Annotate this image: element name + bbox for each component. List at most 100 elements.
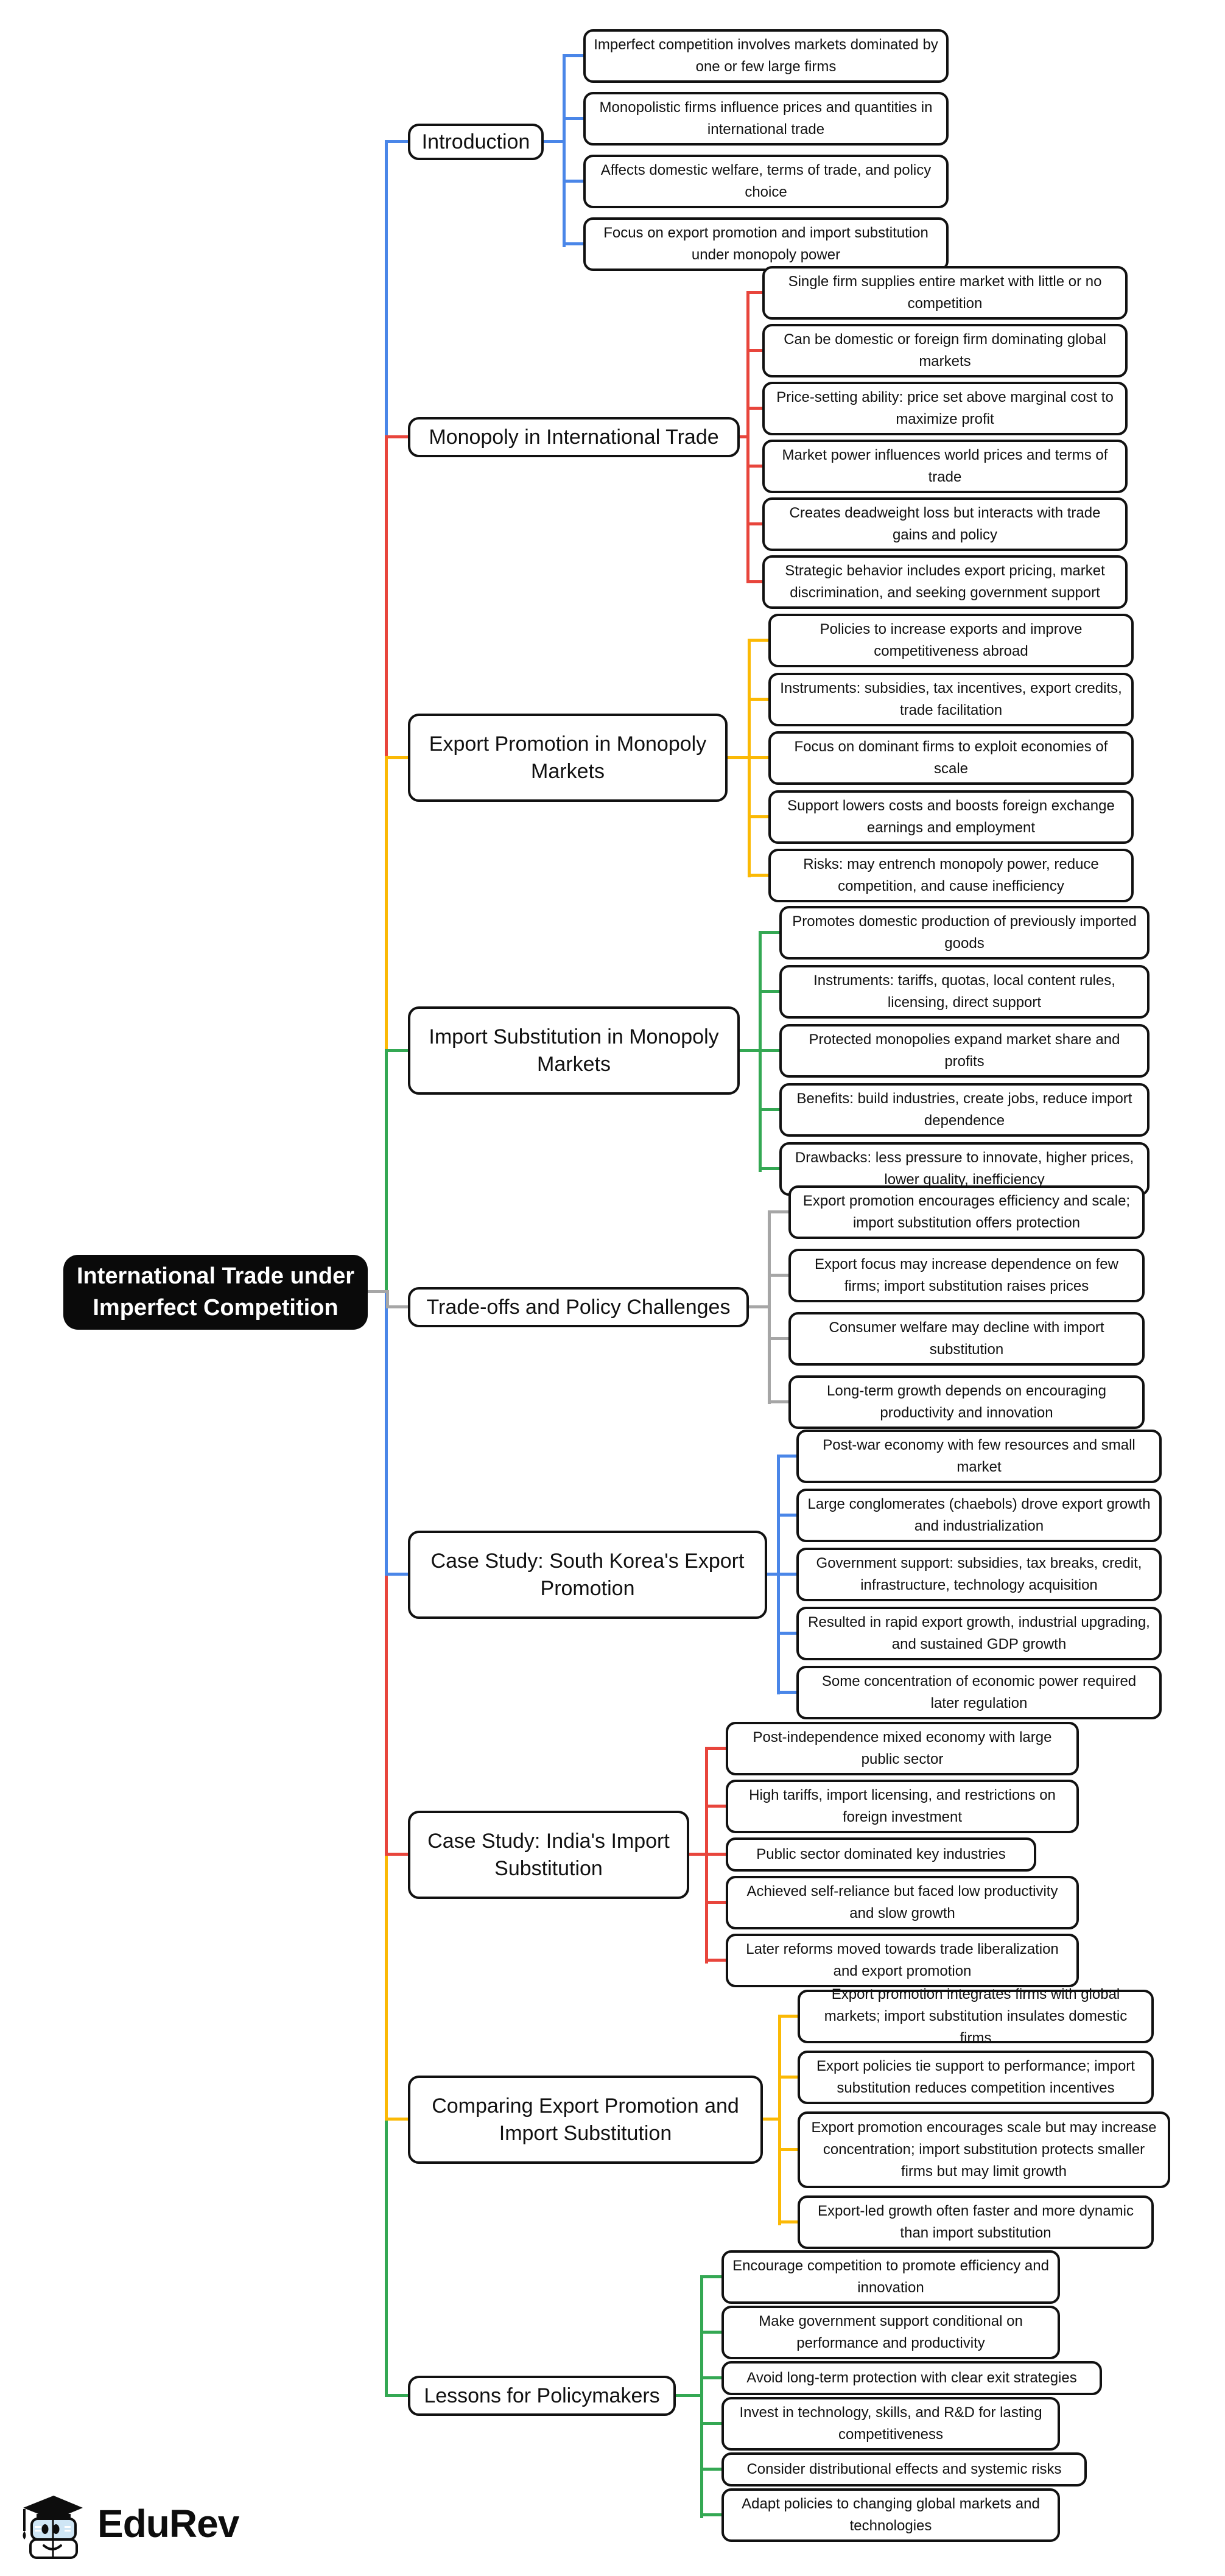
connector-line (563, 180, 583, 183)
connector-line (759, 931, 779, 934)
connector-line (768, 1337, 788, 1340)
connector-line (748, 874, 768, 877)
connector-line (385, 1853, 410, 1856)
leaf-node: Avoid long-term protection with clear ex… (721, 2361, 1102, 2395)
leaf-node: Strategic behavior includes export prici… (762, 555, 1128, 609)
connector-line (746, 349, 762, 352)
leaf-node: Risks: may entrench monopoly power, redu… (768, 849, 1134, 902)
connector-line (385, 2118, 410, 2121)
topic-export-promotion: Export Promotion in Monopoly Markets (408, 714, 728, 802)
central-topic: International Trade under Imperfect Comp… (63, 1255, 368, 1330)
connector-line (386, 1290, 389, 1308)
leaf-node: Policies to increase exports and improve… (768, 614, 1134, 667)
connector-line (385, 437, 388, 758)
leaf-node: Affects domestic welfare, terms of trade… (583, 155, 949, 208)
connector-line (385, 758, 388, 1051)
leaf-node: Post-independence mixed economy with lar… (726, 1722, 1079, 1775)
leaf-node: Protected monopolies expand market share… (779, 1024, 1150, 1078)
connector-line (778, 2220, 799, 2223)
leaf-node: Market power influences world prices and… (762, 440, 1128, 493)
leaf-node: Export focus may increase dependence on … (788, 1249, 1145, 1302)
connector-line (746, 291, 762, 294)
connector-line (363, 1290, 388, 1293)
connector-line (746, 291, 749, 583)
connector-line (777, 1632, 796, 1635)
connector-line (385, 1573, 410, 1576)
connector-line (705, 1853, 726, 1856)
connector-line (700, 2468, 721, 2471)
connector-line (768, 1400, 788, 1403)
topic-trade-offs: Trade-offs and Policy Challenges (408, 1287, 749, 1327)
connector-line (700, 2331, 721, 2334)
connector-line (746, 465, 762, 468)
connector-line (763, 2118, 781, 2121)
connector-line (700, 2275, 703, 2518)
leaf-node: Invest in technology, skills, and R&D fo… (721, 2397, 1060, 2451)
topic-import-substitution: Import Substitution in Monopoly Markets (408, 1006, 740, 1095)
edurev-logo-text: EduRev (97, 2502, 239, 2546)
connector-line (767, 1573, 779, 1576)
edurev-logo-icon (23, 2496, 83, 2559)
connector-line (748, 639, 768, 642)
connector-line (385, 435, 410, 438)
connector-line (385, 756, 410, 759)
leaf-node: Instruments: subsidies, tax incentives, … (768, 673, 1134, 726)
connector-line (385, 2119, 388, 2397)
leaf-node: Imperfect competition involves markets d… (583, 29, 949, 83)
connector-line (778, 2015, 781, 2225)
connector-line (759, 1049, 779, 1052)
leaf-node: Instruments: tariffs, quotas, local cont… (779, 965, 1150, 1019)
connector-line (689, 1853, 707, 1856)
topic-monopoly: Monopoly in International Trade (408, 417, 740, 457)
connector-line (778, 2148, 799, 2151)
connector-line (563, 117, 583, 120)
connector-line (777, 1455, 796, 1458)
connector-line (740, 1049, 762, 1052)
leaf-node: Export policies tie support to performan… (798, 2051, 1154, 2104)
leaf-node: Resulted in rapid export growth, industr… (796, 1607, 1162, 1660)
connector-line (739, 435, 749, 438)
connector-line (544, 140, 565, 143)
leaf-node: Focus on export promotion and import sub… (583, 217, 949, 271)
leaf-node: Make government support conditional on p… (721, 2306, 1060, 2359)
leaf-node: Can be domestic or foreign firm dominati… (762, 324, 1128, 377)
topic-case-india: Case Study: India's Import Substitution (408, 1811, 689, 1899)
connector-line (746, 407, 762, 410)
connector-line (746, 522, 762, 525)
connector-line (705, 1959, 726, 1962)
leaf-node: Long-term growth depends on encouraging … (788, 1375, 1145, 1429)
connector-line (705, 1747, 726, 1750)
leaf-node: Export promotion encourages efficiency a… (788, 1185, 1145, 1239)
connector-line (748, 698, 768, 701)
connector-line (768, 1210, 771, 1404)
connector-line (385, 2394, 410, 2397)
leaf-node: Later reforms moved towards trade libera… (726, 1934, 1079, 1987)
leaf-node: Some concentration of economic power req… (796, 1666, 1162, 1719)
leaf-node: Post-war economy with few resources and … (796, 1430, 1162, 1483)
connector-line (386, 1305, 410, 1308)
connector-line (385, 1292, 388, 1574)
connector-line (563, 242, 583, 245)
topic-introduction: Introduction (408, 124, 544, 160)
leaf-node: Government support: subsidies, tax break… (796, 1548, 1162, 1601)
connector-line (768, 1210, 788, 1213)
leaf-node: Price-setting ability: price set above m… (762, 382, 1128, 435)
connector-line (385, 1855, 388, 2119)
connector-line (777, 1514, 796, 1517)
connector-line (385, 1049, 410, 1052)
topic-case-south-korea: Case Study: South Korea's Export Promoti… (408, 1531, 767, 1619)
leaf-node: Consider distributional effects and syst… (721, 2452, 1087, 2487)
connector-line (746, 580, 762, 583)
connector-line (705, 1901, 726, 1904)
leaf-node: High tariffs, import licensing, and rest… (726, 1780, 1079, 1833)
connector-line (700, 2275, 721, 2278)
leaf-node: Consumer welfare may decline with import… (788, 1312, 1145, 1366)
leaf-node: Export promotion encourages scale but ma… (798, 2111, 1170, 2188)
connector-line (563, 54, 566, 247)
leaf-node: Creates deadweight loss but interacts wi… (762, 497, 1128, 551)
connector-line (768, 1274, 788, 1277)
leaf-node: Achieved self-reliance but faced low pro… (726, 1876, 1079, 1929)
connector-line (700, 2422, 721, 2425)
connector-line (705, 1805, 726, 1808)
